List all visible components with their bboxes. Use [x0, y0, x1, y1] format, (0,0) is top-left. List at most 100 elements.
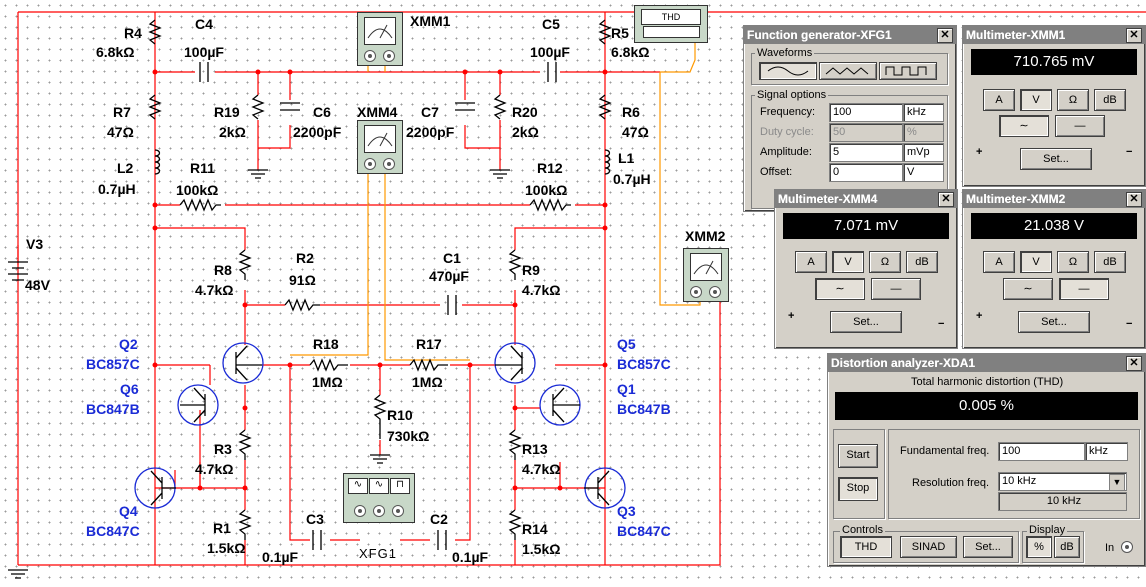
fundamental-freq-input[interactable]: 100: [998, 442, 1085, 461]
xmm1-ac-button[interactable]: ∼: [999, 115, 1049, 137]
xmm2-ac-button[interactable]: ∼: [1003, 278, 1053, 300]
xmm4-reading-display: 7.071 mV: [783, 213, 949, 239]
multimeter-xmm4-titlebar[interactable]: Multimeter-XMM4 ✕: [775, 190, 957, 208]
r3-value: 4.7kΩ: [195, 461, 234, 477]
distortion-set-button[interactable]: Set...: [963, 536, 1013, 558]
multimeter-xmm1-window[interactable]: Multimeter-XMM1 ✕ 710.765 mV A V Ω dB ∼ …: [962, 25, 1146, 187]
thd-instrument[interactable]: THD: [634, 5, 708, 43]
c1-name: C1: [443, 250, 461, 266]
xfg1-instrument[interactable]: ∿ ∿ ⊓: [343, 473, 415, 523]
input-terminal-icon[interactable]: [1121, 541, 1133, 553]
multimeter-xmm1-titlebar[interactable]: Multimeter-XMM1 ✕: [963, 26, 1145, 44]
percent-display-button[interactable]: %: [1026, 536, 1052, 558]
r4-value: 6.8kΩ: [96, 44, 135, 60]
r13-name: R13: [522, 441, 548, 457]
r11-name: R11: [190, 160, 215, 176]
q1-name: Q1: [617, 381, 636, 397]
fundamental-freq-unit[interactable]: kHz: [1085, 442, 1128, 461]
xmm1-db-button[interactable]: dB: [1094, 89, 1126, 111]
multimeter-xmm2-window[interactable]: Multimeter-XMM2 ✕ 21.038 V A V Ω dB ∼ — …: [962, 189, 1146, 349]
function-generator-window[interactable]: Function generator-XFG1 ✕ Waveforms Sign…: [743, 25, 957, 212]
xmm1-dc-button[interactable]: —: [1055, 115, 1105, 137]
close-icon[interactable]: ✕: [938, 192, 954, 207]
c3-name: C3: [306, 511, 324, 527]
xmm1-ohmmeter-button[interactable]: Ω: [1057, 89, 1089, 111]
multimeter-xmm4-window[interactable]: Multimeter-XMM4 ✕ 7.071 mV A V Ω dB ∼ — …: [774, 189, 958, 349]
r19-name: R19: [214, 104, 240, 120]
frequency-input[interactable]: 100: [829, 103, 903, 122]
close-icon[interactable]: ✕: [1126, 28, 1142, 43]
amplitude-unit[interactable]: mVp: [903, 143, 944, 162]
r11-value: 100kΩ: [176, 182, 219, 198]
close-icon[interactable]: ✕: [1126, 356, 1142, 371]
distortion-analyzer-title: Distortion analyzer-XDA1: [831, 356, 976, 370]
stop-button[interactable]: Stop: [838, 477, 878, 501]
offset-unit[interactable]: V: [903, 163, 944, 182]
xmm2-set-button[interactable]: Set...: [1018, 311, 1090, 333]
triangle-wave-button[interactable]: [819, 62, 877, 80]
frequency-unit[interactable]: kHz: [903, 103, 944, 122]
xmm4-instrument[interactable]: [357, 120, 403, 174]
xmm2-ammeter-button[interactable]: A: [983, 251, 1015, 273]
fundamental-freq-label: Fundamental freq.: [900, 445, 990, 457]
thd-mode-button[interactable]: THD: [840, 536, 892, 558]
multimeter-xmm2-titlebar[interactable]: Multimeter-XMM2 ✕: [963, 190, 1145, 208]
db-display-button[interactable]: dB: [1054, 536, 1080, 558]
start-button[interactable]: Start: [838, 444, 878, 468]
offset-input[interactable]: 0: [829, 163, 903, 182]
amplitude-input[interactable]: 5: [829, 143, 903, 162]
ac-wave-icon: ∼: [1019, 120, 1029, 132]
chevron-down-icon[interactable]: ▼: [1109, 474, 1125, 491]
square-wave-button[interactable]: [879, 62, 937, 80]
xmm1-instrument[interactable]: [357, 12, 403, 66]
q2-name: Q2: [119, 336, 138, 352]
xmm1-ammeter-button[interactable]: A: [983, 89, 1015, 111]
q6-value: BC847B: [86, 401, 140, 417]
r14-value: 1.5kΩ: [522, 541, 561, 557]
r7-value: 47Ω: [107, 124, 134, 140]
plus-terminal-icon: +: [976, 146, 983, 158]
resolution-freq-select[interactable]: 10 kHz ▼: [998, 472, 1127, 491]
signal-options-label: Signal options: [755, 89, 829, 101]
xmm2-label: XMM2: [685, 228, 726, 244]
triangle-icon: [825, 67, 869, 75]
r18-name: R18: [313, 336, 339, 352]
close-icon[interactable]: ✕: [937, 28, 953, 43]
xmm1-reading-display: 710.765 mV: [971, 49, 1137, 75]
xmm1-voltmeter-button[interactable]: V: [1020, 89, 1052, 111]
function-generator-titlebar[interactable]: Function generator-XFG1 ✕: [744, 26, 956, 44]
r14-name: R14: [522, 521, 548, 537]
r1-name: R1: [213, 520, 231, 536]
q3-name: Q3: [617, 503, 636, 519]
xfg1-label: XFG1: [359, 546, 397, 561]
close-icon[interactable]: ✕: [1126, 192, 1142, 207]
c3-value: 0.1µF: [262, 549, 299, 565]
c4-name: C4: [195, 16, 213, 32]
q2-value: BC857C: [86, 356, 140, 372]
xmm2-dc-button[interactable]: —: [1059, 278, 1109, 300]
distortion-analyzer-window[interactable]: Distortion analyzer-XDA1 ✕ Total harmoni…: [827, 353, 1146, 567]
xmm4-label: XMM4: [357, 104, 398, 120]
sinad-mode-button[interactable]: SINAD: [900, 536, 957, 558]
xmm4-db-button[interactable]: dB: [906, 251, 938, 273]
c7-value: 2200pF: [406, 124, 455, 140]
xmm2-instrument[interactable]: [683, 248, 729, 302]
resolution-freq-label: Resolution freq.: [912, 477, 990, 489]
xmm4-ohmmeter-button[interactable]: Ω: [869, 251, 901, 273]
distortion-analyzer-titlebar[interactable]: Distortion analyzer-XDA1 ✕: [828, 354, 1145, 372]
xmm4-voltmeter-button[interactable]: V: [832, 251, 864, 273]
xmm2-db-button[interactable]: dB: [1094, 251, 1126, 273]
r3-name: R3: [214, 441, 232, 457]
sine-wave-button[interactable]: [759, 62, 817, 80]
offset-label: Offset:: [760, 166, 793, 178]
v3-name: V3: [26, 236, 44, 252]
xmm4-set-button[interactable]: Set...: [830, 311, 902, 333]
xmm2-voltmeter-button[interactable]: V: [1020, 251, 1052, 273]
q5-value: BC857C: [617, 356, 671, 372]
xmm2-ohmmeter-button[interactable]: Ω: [1057, 251, 1089, 273]
xmm4-ac-button[interactable]: ∼: [815, 278, 865, 300]
r7-name: R7: [113, 104, 131, 120]
xmm4-dc-button[interactable]: —: [871, 278, 921, 300]
xmm4-ammeter-button[interactable]: A: [795, 251, 827, 273]
xmm1-set-button[interactable]: Set...: [1020, 148, 1092, 170]
